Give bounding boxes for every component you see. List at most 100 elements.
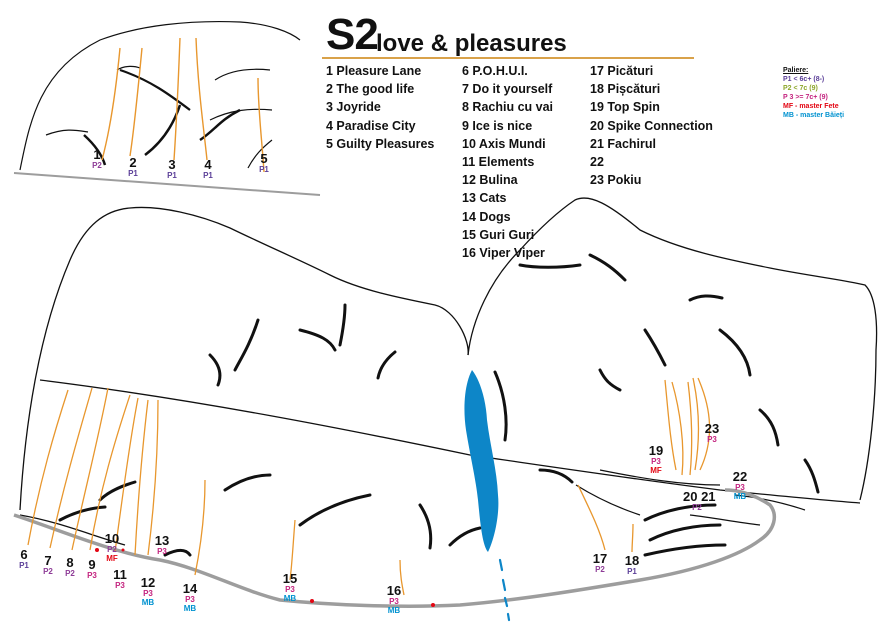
mf-markers bbox=[95, 548, 435, 607]
waterfall-drops bbox=[498, 558, 511, 622]
route-number: 19 bbox=[648, 443, 664, 458]
main-rock-outlines bbox=[19, 197, 878, 546]
route-number: 10 bbox=[104, 531, 120, 546]
route-list-item: 20 Spike Connection bbox=[590, 118, 713, 133]
route-number: 6 bbox=[20, 547, 28, 562]
grade-legend: Paliere: P1 < 6c+ (8-)P2 < 7c (9)P 3 >= … bbox=[783, 66, 844, 120]
waterfall bbox=[464, 370, 499, 552]
route-number: 20 21 bbox=[683, 489, 716, 504]
route-list-item: 23 Pokiu bbox=[590, 173, 642, 188]
inset-crack bbox=[144, 104, 182, 156]
grade-label: P1 bbox=[627, 567, 637, 576]
grade-label: P3 bbox=[157, 547, 167, 556]
route-number: 18 bbox=[624, 553, 640, 568]
grade-label: P2 bbox=[92, 161, 102, 170]
legend-item: P1 < 6c+ (8-) bbox=[783, 76, 825, 83]
sector-code: S2 bbox=[326, 10, 379, 59]
grade-label: MB bbox=[183, 604, 197, 613]
route-list-item: 19 Top Spin bbox=[590, 100, 660, 115]
inset-crack bbox=[214, 68, 271, 81]
main-route-lines bbox=[27, 377, 711, 596]
legend-title: Paliere: bbox=[783, 67, 809, 74]
route-number: 3 bbox=[168, 157, 176, 172]
route-list-column-3: 17 Picături 18 Pișcături 19 Top Spin 20 Spi… bbox=[590, 62, 713, 189]
route-number: 22 bbox=[732, 469, 748, 484]
grade-label: P2 bbox=[692, 503, 702, 512]
grade-label: P1 bbox=[128, 169, 138, 178]
right-ledges bbox=[575, 469, 806, 526]
inset-ground bbox=[13, 172, 321, 196]
grade-label: P1 bbox=[203, 171, 213, 180]
route-number: 16 bbox=[386, 583, 402, 598]
route-list-item: 13 Cats bbox=[462, 191, 507, 206]
route-list-item: 21 Fachirul bbox=[590, 136, 656, 151]
grade-label: P1 bbox=[167, 171, 177, 180]
route-number: 7 bbox=[44, 553, 52, 568]
grade-label: P1 bbox=[19, 561, 29, 570]
grade-label: P3 bbox=[285, 585, 295, 594]
grade-label: MB bbox=[387, 606, 401, 615]
route-list-item: 3 Joyride bbox=[326, 100, 381, 115]
ground-line bbox=[13, 488, 777, 608]
main-cracks bbox=[58, 253, 820, 557]
legend-item: MB - master Băieți bbox=[783, 112, 845, 119]
route-list-item: 2 The good life bbox=[326, 82, 415, 97]
grade-label: MF bbox=[106, 554, 118, 563]
route-number: 12 bbox=[140, 575, 156, 590]
grade-label: P3 bbox=[651, 457, 661, 466]
inset-crack bbox=[83, 134, 107, 166]
route-number: 13 bbox=[154, 533, 170, 548]
route-number: 15 bbox=[282, 571, 298, 586]
title-block: S2 love & pleasures bbox=[322, 10, 694, 60]
inset-crack bbox=[45, 129, 89, 136]
grade-label: P3 bbox=[389, 597, 399, 606]
route-number: 8 bbox=[66, 555, 74, 570]
grade-label: MB bbox=[733, 492, 747, 501]
grade-label: P1 bbox=[259, 165, 269, 174]
route-list-item: 4 Paradise City bbox=[326, 118, 416, 133]
grade-label: P3 bbox=[87, 571, 97, 580]
grade-label: P3 bbox=[115, 581, 125, 590]
grade-label: P3 bbox=[185, 595, 195, 604]
route-list-item: 17 Picături bbox=[590, 64, 654, 78]
grade-label: P3 bbox=[143, 589, 153, 598]
grade-label: P2 bbox=[107, 545, 117, 554]
grade-label: MF bbox=[650, 466, 662, 475]
legend-item: MF - master Fete bbox=[783, 103, 839, 110]
sector-subtitle: love & pleasures bbox=[376, 30, 567, 57]
grade-label: MB bbox=[141, 598, 155, 607]
route-list-item: 18 Pișcături bbox=[590, 82, 661, 97]
route-number: 11 bbox=[113, 567, 127, 582]
route-number: 17 bbox=[592, 551, 608, 566]
inset-crack bbox=[119, 68, 191, 111]
route-list-item: 5 Guilty Pleasures bbox=[326, 136, 435, 151]
route-list-item: 15 Guri Guri bbox=[462, 227, 535, 242]
route-list-column-1: 1 Pleasure Lane 2 The good life 3 Joyride 4… bbox=[326, 62, 434, 153]
grade-label: P2 bbox=[65, 569, 75, 578]
grade-label: P2 bbox=[43, 567, 53, 576]
route-number: 2 bbox=[129, 155, 137, 170]
route-list-item: 1 Pleasure Lane bbox=[326, 64, 422, 78]
route-number: 4 bbox=[204, 157, 212, 172]
route-number: 14 bbox=[182, 581, 198, 596]
route-list-item: 16 Viper Viper bbox=[462, 246, 545, 261]
route-list-item: 12 Bulina bbox=[462, 173, 518, 188]
inset-crack bbox=[209, 108, 273, 121]
route-number: 23 bbox=[704, 421, 720, 436]
